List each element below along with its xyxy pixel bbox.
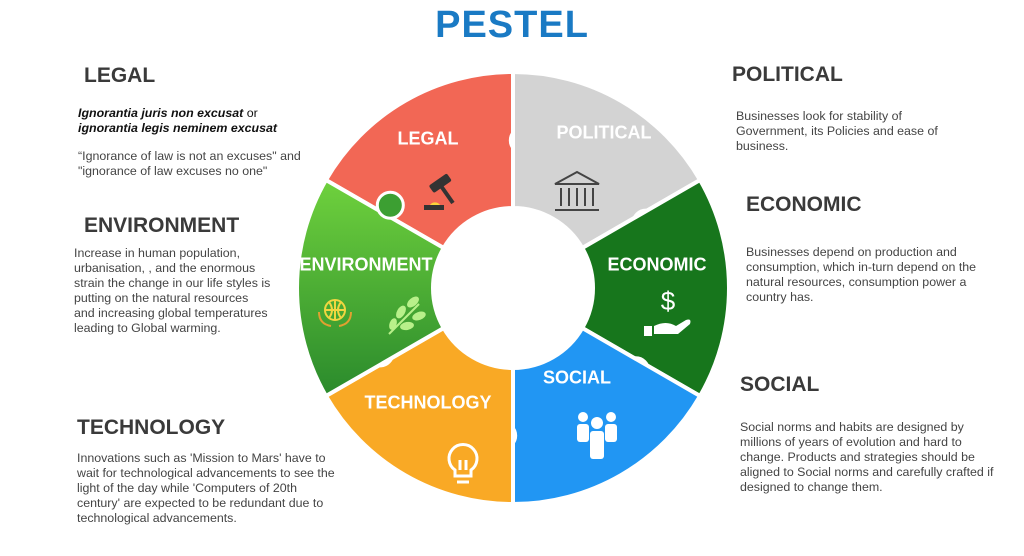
segment-legal bbox=[323, 69, 515, 251]
legal-or: or bbox=[243, 106, 258, 120]
legal-latin-1: Ignorantia juris non excusat bbox=[78, 106, 244, 120]
political-text: Businesses look for stability of Governm… bbox=[736, 109, 938, 153]
page-title: PESTEL bbox=[435, 4, 589, 46]
segment-label-environment: ENVIRONMENT bbox=[299, 254, 433, 275]
segment-label-political: POLITICAL bbox=[556, 122, 652, 143]
lightbulb-icon bbox=[447, 443, 479, 484]
legal-text: “Ignorance of law is not an excuses" and… bbox=[78, 149, 301, 178]
people-icon bbox=[577, 412, 617, 459]
environment-text: Increase in human population, urbanisati… bbox=[74, 246, 271, 335]
segment-economic bbox=[579, 177, 731, 399]
segment-label-technology: TECHNOLOGY bbox=[364, 392, 492, 413]
legal-heading: LEGAL bbox=[84, 64, 156, 87]
segment-label-legal: LEGAL bbox=[397, 128, 459, 149]
technology-text: Innovations such as 'Mission to Mars' ha… bbox=[77, 451, 335, 525]
svg-text:$: $ bbox=[661, 286, 676, 316]
segment-label-social: SOCIAL bbox=[542, 367, 612, 388]
social-text: Social norms and habits are designed by … bbox=[740, 420, 994, 494]
social-heading: SOCIAL bbox=[740, 373, 820, 396]
technology-heading: TECHNOLOGY bbox=[77, 416, 226, 439]
political-heading: POLITICAL bbox=[732, 63, 843, 86]
segment-label-economic: ECONOMIC bbox=[607, 254, 707, 275]
segment-environment bbox=[295, 177, 447, 399]
globe-hands-icon bbox=[318, 299, 352, 327]
segment-political bbox=[511, 69, 703, 251]
puzzle-knob-environment bbox=[375, 190, 405, 220]
leaves-icon bbox=[388, 296, 426, 335]
legal-latin: Ignorantia juris non excusat or ignorant… bbox=[78, 106, 318, 136]
economic-text: Businesses depend on production and cons… bbox=[746, 245, 977, 304]
gavel-icon bbox=[424, 173, 455, 210]
legal-latin-2: ignorantia legis neminem excusat bbox=[78, 121, 278, 135]
environment-heading: ENVIRONMENT bbox=[84, 214, 240, 237]
dollar-hand-icon: $ bbox=[644, 286, 691, 336]
bank-icon bbox=[554, 170, 600, 211]
economic-heading: ECONOMIC bbox=[746, 193, 862, 216]
